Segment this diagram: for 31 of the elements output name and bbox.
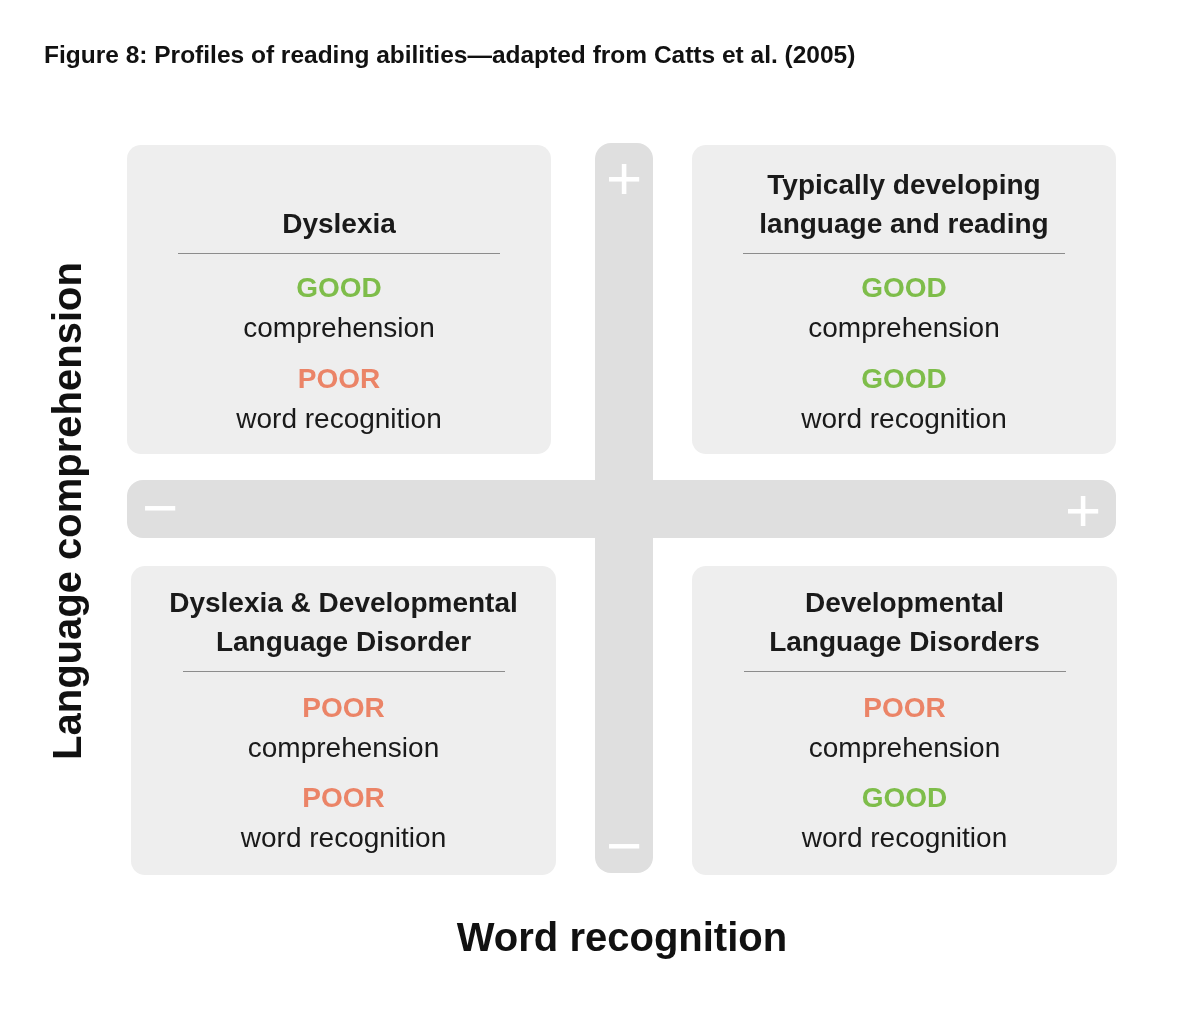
figure-title: Figure 8: Profiles of reading abilities—adapted from Catts et al. (2005) [44,40,856,70]
rating-label: POOR [302,781,385,815]
rating-label: GOOD [861,271,947,305]
skill-label: word recognition [801,821,1008,855]
axis-sign: + [605,147,643,209]
axis-title: Language comprehension [44,262,90,760]
rating-label: POOR [302,691,385,725]
profile-card [127,145,551,454]
rating-label: GOOD [861,362,947,396]
skill-label: comprehension [247,731,440,765]
rating-label: GOOD [296,271,382,305]
skill-label: word recognition [236,402,442,436]
skill-label: word recognition [240,821,447,855]
profile-card [692,566,1117,875]
profile-card [692,145,1116,454]
axis-title: Word recognition [456,914,788,960]
skill-label: comprehension [808,731,1001,765]
rating-label: POOR [863,691,946,725]
card-heading: Developmental Language Disorders [768,586,1041,659]
rating-label: GOOD [861,781,948,815]
skill-label: comprehension [808,311,1000,345]
profile-card [131,566,556,875]
axis-sign: − [141,477,179,539]
card-heading: Dyslexia & Developmental Language Disorder [168,586,519,659]
axis-sign: + [1064,479,1102,541]
skill-label: word recognition [801,402,1007,436]
card-heading: Dyslexia [282,207,396,241]
axis-sign: − [605,815,643,877]
rating-label: POOR [297,362,381,396]
card-heading: Typically developing language and reading [758,168,1050,241]
skill-label: comprehension [243,311,435,345]
